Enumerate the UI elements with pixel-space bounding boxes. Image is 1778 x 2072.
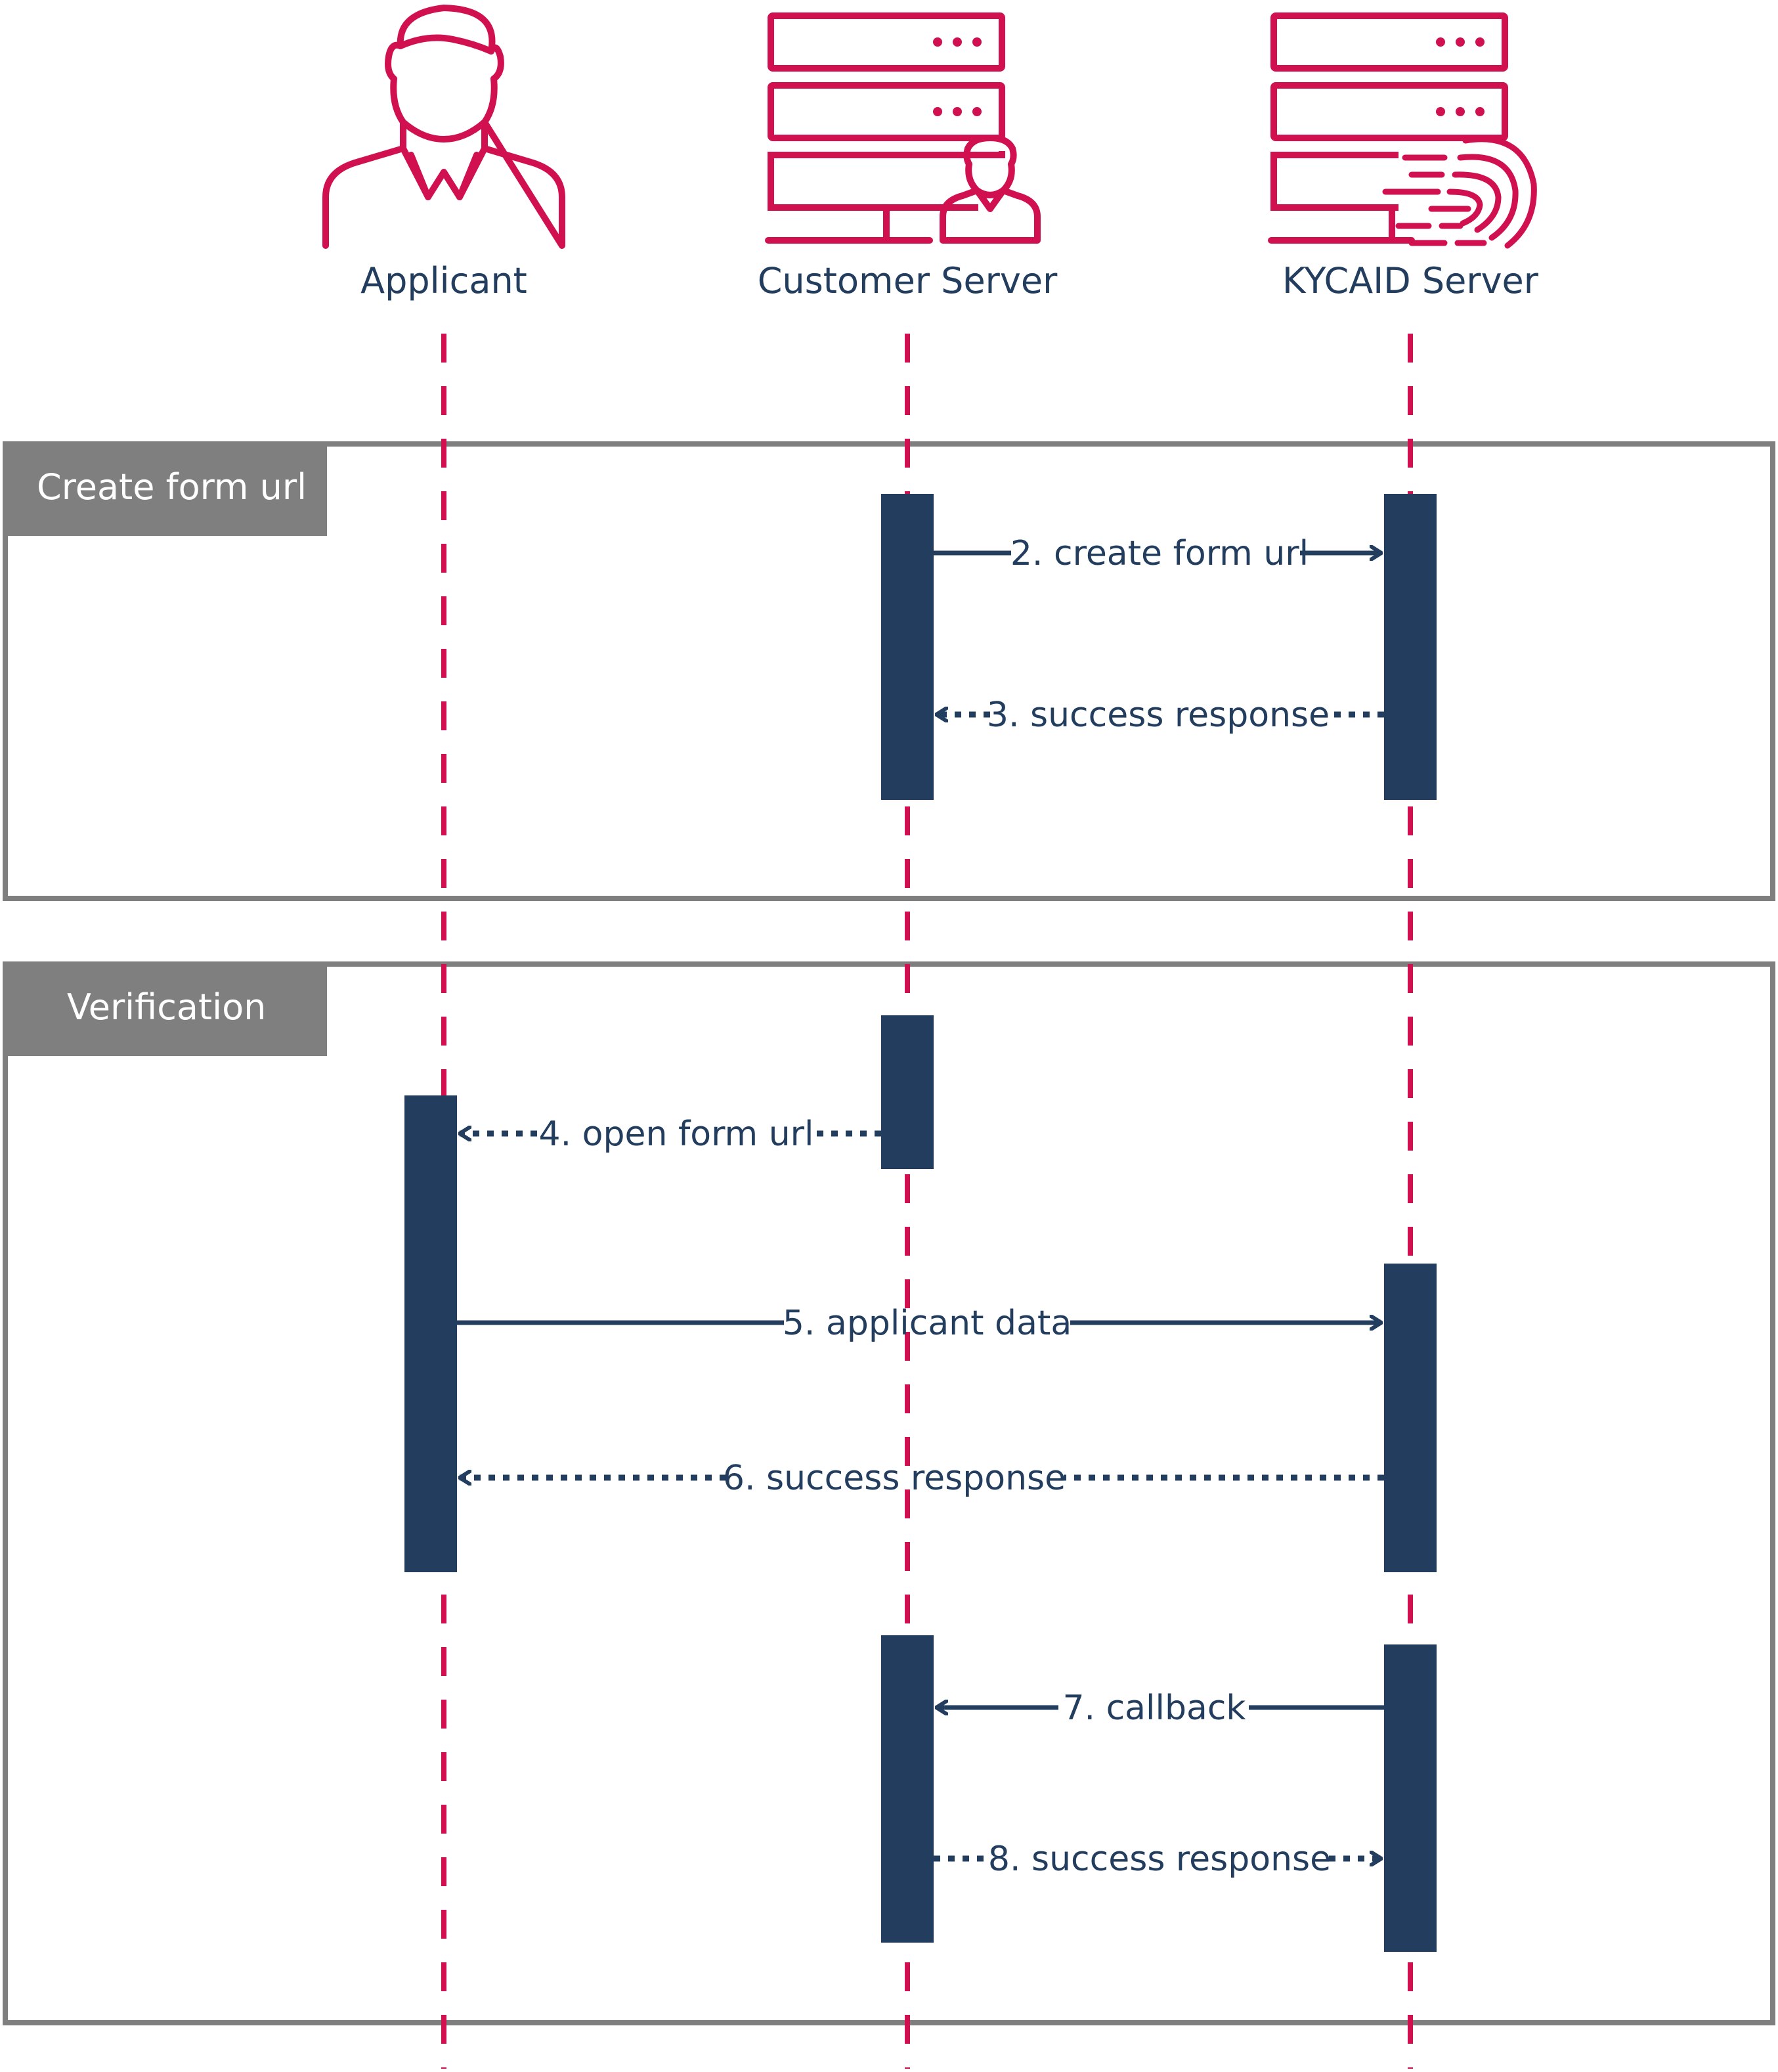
frame-border — [3, 441, 1775, 901]
frame-tab — [8, 967, 327, 1056]
actor-label-kycaid-server: KYCAID Server — [1282, 260, 1539, 301]
frame-title: Create form url — [37, 466, 307, 508]
activation-customer-2 — [881, 1015, 934, 1169]
activation-customer-3 — [881, 1635, 934, 1943]
activation-customer-1 — [881, 494, 934, 800]
message-3: 3. success response — [936, 695, 1384, 735]
message-7: 7. callback — [936, 1688, 1384, 1728]
message-label: 2. create form url — [1010, 534, 1309, 573]
message-label: 6. success response — [723, 1459, 1066, 1498]
actor-label-applicant: Applicant — [360, 260, 527, 301]
message-6: 6. success response — [460, 1459, 1384, 1498]
frame-title: Verification — [67, 986, 266, 1028]
message-label: 8. success response — [988, 1840, 1331, 1879]
message-4: 4. open form url — [460, 1114, 881, 1154]
actor-label-customer-server: Customer Server — [758, 260, 1058, 301]
activation-kycaid-1 — [1384, 494, 1437, 800]
server-with-user-icon — [765, 12, 1041, 244]
activation-applicant-1 — [404, 1095, 457, 1572]
message-label: 7. callback — [1062, 1688, 1246, 1728]
message-label: 5. applicant data — [783, 1304, 1072, 1343]
message-8: 8. success response — [934, 1840, 1381, 1879]
frame-tab — [8, 447, 327, 536]
activation-kycaid-2 — [1384, 1264, 1437, 1572]
frame-border — [3, 961, 1775, 2025]
activation-kycaid-3 — [1384, 1644, 1437, 1952]
frame-create-form-url: Create form url — [3, 441, 1775, 901]
message-5: 5. applicant data — [457, 1304, 1381, 1343]
server-with-fingerprint-icon — [1268, 12, 1537, 249]
message-2: 2. create form url — [934, 534, 1381, 573]
message-label: 4. open form url — [539, 1114, 814, 1154]
message-label: 3. success response — [987, 695, 1330, 735]
person-icon — [322, 5, 565, 249]
frame-verification: Verification — [3, 961, 1775, 2025]
